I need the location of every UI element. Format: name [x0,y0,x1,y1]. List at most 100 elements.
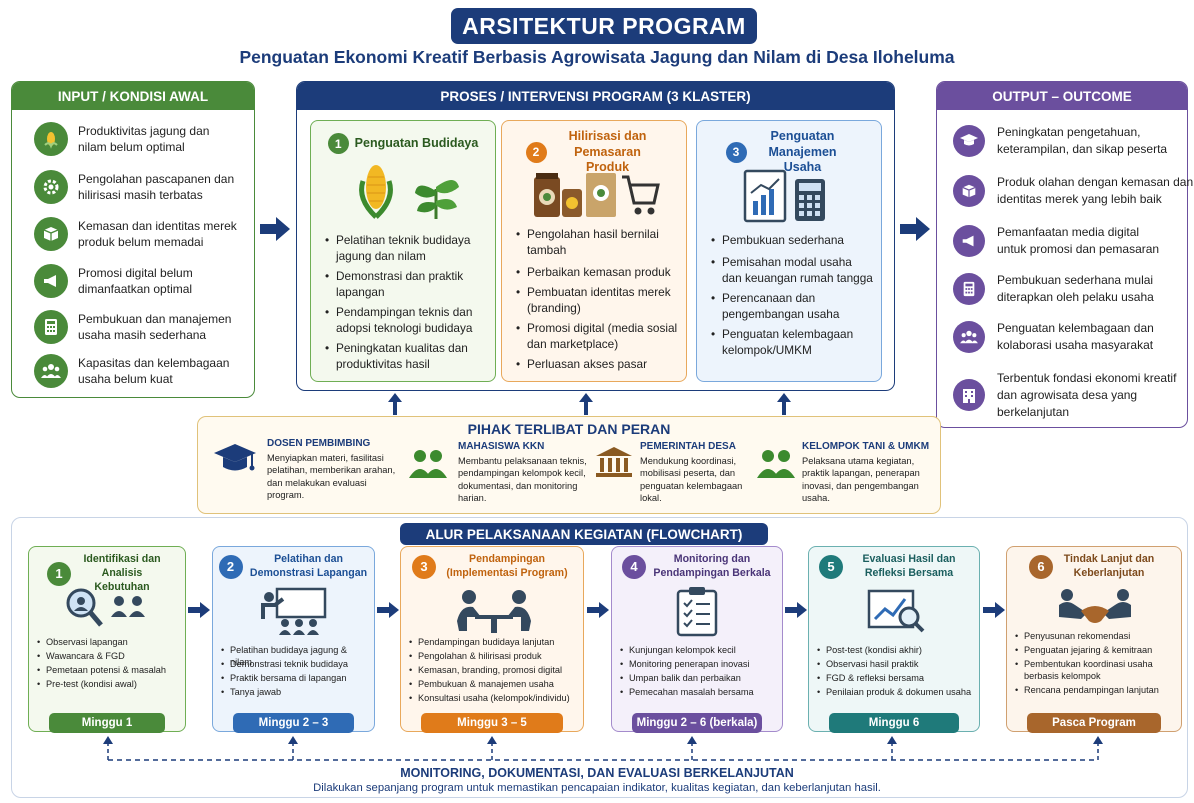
search-group-icon [66,588,145,627]
role-name: MAHASISWA KKN [458,441,545,452]
graduation-icon [953,124,985,157]
flow-panel [11,517,1188,798]
input-item: Kemasan dan identitas merek produk belum… [34,217,243,251]
role-desc: Mendukung koordinasi, mobilisasi peserta… [640,455,743,504]
group-icon [953,320,985,353]
cluster-title: Penguatan Manajemen Usaha [768,129,837,175]
output-panel: OUTPUT – OUTCOME Peningkatan pengetahuan… [936,81,1193,428]
flow-step-bullet: Observasi hasil praktik [817,659,975,671]
presentation-icon [261,587,327,635]
corn-icon [34,122,68,156]
input-item-text: Promosi digital belum dimanfaatkan optim… [78,265,193,296]
arrow-up-icon [388,393,402,415]
input-item-text: Pembukuan dan manajemen usaha masih sede… [78,311,232,342]
cluster-number: 2 [525,141,547,163]
meeting-icon [457,590,531,633]
input-heading: INPUT / KONDISI AWAL [12,82,254,110]
arrow-right-icon [260,217,290,241]
arrow-right-icon [188,602,210,618]
cluster-number: 1 [327,133,349,154]
product-jars-icon [534,173,660,217]
pihak-heading: PIHAK TERLIBAT DAN PERAN [467,421,671,437]
role-desc: Pelaksana utama kegiatan, praktik lapang… [802,455,920,504]
flow-step-bullet: Rencana pendampingan lanjutan [1015,685,1177,697]
input-item-text: Produktivitas jagung dan nilam belum opt… [78,123,210,154]
input-item: Produktivitas jagung dan nilam belum opt… [34,122,228,156]
cluster-bullet: Pemisahan modal usaha dan keuangan rumah… [711,255,873,287]
flow-step-bullet: Kunjungan kelompok kecil [620,645,778,657]
flow-step-bullet: Tanya jawab [221,687,370,699]
flow-step-week: Minggu 2 – 3 [233,713,354,733]
flow-step-bullet: Monitoring penerapan inovasi [620,659,778,671]
page-title: ARSITEKTUR PROGRAM [451,8,757,44]
output-item: Peningkatan pengetahuan, keterampilan, d… [953,124,1177,158]
government-icon [596,447,632,477]
output-item-text: Terbentuk fondasi ekonomi kreatif dan ag… [997,371,1177,419]
handshake-icon [1059,589,1131,623]
cluster-number: 3 [725,141,747,163]
arrow-up-icon [777,393,791,415]
output-item-text: Pemanfaatan media digital untuk promosi … [997,225,1160,256]
output-item-text: Produk olahan dengan kemasan dan identit… [997,175,1194,206]
input-item: Promosi digital belum dimanfaatkan optim… [34,264,218,298]
flow-step-number: 3 [412,554,436,579]
flow-step-bullet: Penilaian produk & dokumen usaha [817,687,975,699]
arrow-right-icon [900,217,930,241]
box-icon [34,217,68,251]
cluster-header: 2 Hilirisasi dan Pemasaran Produk [502,129,686,176]
output-item-text: Peningkatan pengetahuan, keterampilan, d… [997,125,1168,156]
role-item: PEMERINTAH DESA Mendukung koordinasi, mob… [640,440,750,505]
flow-step-bullet: Kemasan, branding, promosi digital [409,665,579,677]
proses-heading: PROSES / INTERVENSI PROGRAM (3 KLASTER) [297,82,894,110]
feedback-loop-line [103,736,1103,761]
footer-heading: MONITORING, DOKUMENTASI, DAN EVALUASI BE… [400,766,794,780]
cluster-bullet: Pendampingan teknis dan adopsi teknologi… [325,305,487,337]
graduation-icon [214,444,256,471]
role-name: PEMERINTAH DESA [640,441,736,452]
group-icon [34,354,68,388]
cluster-bullet: Peningkatan kualitas dan produktivitas h… [325,341,487,373]
arrow-right-icon [785,602,807,618]
chart-magnifier-icon [867,589,925,633]
input-item: Pembukuan dan manajemen usaha masih sede… [34,310,238,344]
cluster-bullet: Perbaikan kemasan produk [516,265,678,281]
output-item: Terbentuk fondasi ekonomi kreatif dan ag… [953,370,1177,420]
flow-step-week: Minggu 2 – 6 (berkala) [632,713,762,733]
input-item: Kapasitas dan kelembagaan usaha belum ku… [34,354,238,388]
cluster-bullet: Penguatan kelembagaan kelompok/UMKM [711,327,873,359]
cluster-bullet: Pembuatan identitas merek (branding) [516,285,678,317]
corn-icon [359,165,393,219]
cluster-bullet: Demonstrasi dan praktik lapangan [325,269,487,301]
output-heading: OUTPUT – OUTCOME [937,82,1187,110]
cluster-title: Hilirisasi dan Pemasaran Produk [568,129,647,175]
flow-step-bullet: FGD & refleksi bersama [817,673,975,685]
megaphone-icon [34,264,68,298]
input-item: Pengolahan pascapanen dan hilirisasi mas… [34,170,238,204]
checklist-icon [676,587,718,637]
output-item: Pembukuan sederhana mulai diterapkan ole… [953,272,1177,306]
arrow-right-icon [377,602,399,618]
flow-step-bullet: Penguatan jejaring & kemitraan [1015,645,1177,657]
flow-step-number: 1 [47,561,71,586]
flow-step-number: 2 [218,554,243,579]
cluster-bullet: Pelatihan teknik budidaya jagung dan nil… [325,233,487,265]
flow-step-week: Minggu 1 [49,713,165,733]
flow-step-title: Pelatihan dan Demonstrasi Lapangan [249,553,368,579]
input-item-text: Kemasan dan identitas merek produk belum… [78,218,237,249]
flow-step-week: Pasca Program [1027,713,1161,733]
flow-step-bullet: Pre-test (kondisi awal) [37,679,181,691]
flow-heading: ALUR PELAKSANAAN KEGIATAN (FLOWCHART) [400,523,768,545]
flow-step-bullet: Demonstrasi teknik budidaya [221,659,370,671]
